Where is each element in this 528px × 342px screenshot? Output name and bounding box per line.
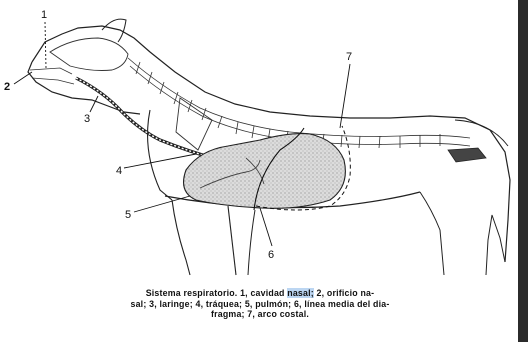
caption-text: 2, orificio na- — [314, 288, 374, 298]
caption-text: Sistema respiratorio. 1, cavidad — [146, 288, 288, 298]
lung — [184, 134, 346, 209]
figure-caption: Sistema respiratorio. 1, cavidad nasal; … — [60, 288, 460, 320]
label-5: 5 — [125, 209, 131, 221]
dark-border — [518, 0, 528, 342]
caption-line-1: Sistema respiratorio. 1, cavidad nasal; … — [60, 288, 460, 299]
highlighted-text[interactable]: nasal; — [287, 288, 314, 298]
caption-line-3: fragma; 7, arco costal. — [60, 309, 460, 320]
head-outline — [28, 62, 140, 114]
label-7: 7 — [346, 51, 352, 63]
label-4: 4 — [116, 165, 122, 177]
label-1: 1 — [41, 9, 47, 21]
label-6: 6 — [268, 249, 274, 261]
caption-line-2: sal; 3, laringe; 4, tráquea; 5, pulmón; … — [60, 299, 460, 310]
label-2: 2 — [4, 81, 10, 93]
label-3: 3 — [84, 113, 90, 125]
respiratory-system-diagram: 1 2 3 4 5 6 7 — [0, 0, 518, 290]
